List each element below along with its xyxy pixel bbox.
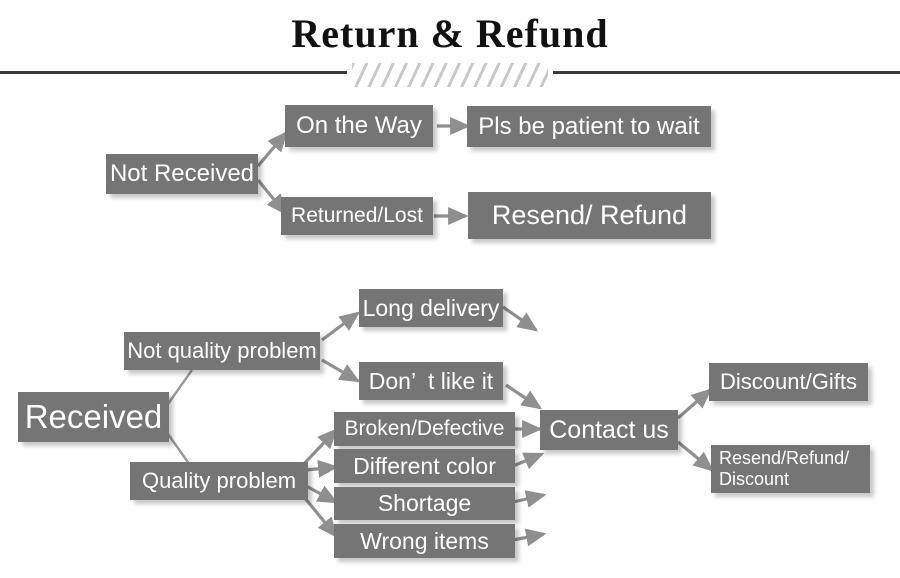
arrow-different-color-to-contact-us [512, 452, 545, 470]
arrow-quality-to-different-color [305, 459, 339, 478]
line-received-to-not-quality-problem [167, 369, 193, 405]
arrow-wrong-items-to-contact-us [512, 528, 547, 547]
arrow-quality-to-shortage [305, 484, 339, 504]
arrow-not-received-to-on-the-way [256, 131, 288, 168]
divider-rule-right [553, 71, 900, 74]
node-broken-defective[interactable]: Broken/Defective [334, 412, 515, 446]
arrow-contact-us-to-resend-refund-discount [676, 440, 714, 472]
diagonal-hatch-divider-icon [352, 63, 548, 87]
arrow-contact-us-to-discount-gifts [676, 388, 712, 420]
arrow-long-delivery-to-contact-us [502, 305, 539, 332]
arrow-not-quality-to-long-delivery [321, 311, 361, 342]
arrow-not-quality-to-dont-like-it [321, 358, 361, 383]
header-divider [0, 63, 900, 87]
node-not-received[interactable]: Not Received [106, 154, 258, 194]
node-dont-like-it[interactable]: Don’ t like it [359, 362, 503, 400]
node-wrong-items[interactable]: Wrong items [334, 524, 515, 558]
node-long-delivery[interactable]: Long delivery [359, 289, 503, 327]
node-resend-refund[interactable]: Resend/ Refund [468, 192, 711, 239]
node-contact-us[interactable]: Contact us [540, 410, 678, 450]
node-on-the-way[interactable]: On the Way [285, 105, 433, 147]
node-returned-lost[interactable]: Returned/Lost [281, 197, 433, 235]
node-shortage[interactable]: Shortage [334, 487, 515, 520]
node-resend-refund-discount[interactable]: Resend/Refund/ Discount [711, 445, 870, 493]
node-different-color[interactable]: Different color [334, 449, 515, 483]
arrow-shortage-to-contact-us [512, 490, 547, 508]
node-pls-be-patient-to-wait[interactable]: Pls be patient to wait [467, 106, 711, 147]
arrow-dont-like-it-to-contact-us [505, 383, 543, 410]
node-not-quality-problem[interactable]: Not quality problem [124, 332, 320, 370]
node-quality-problem[interactable]: Quality problem [130, 462, 308, 500]
divider-rule-left [0, 71, 347, 74]
node-received[interactable]: Received [18, 392, 169, 442]
node-discount-gifts[interactable]: Discount/Gifts [709, 363, 868, 401]
page-title: Return & Refund [291, 11, 609, 56]
